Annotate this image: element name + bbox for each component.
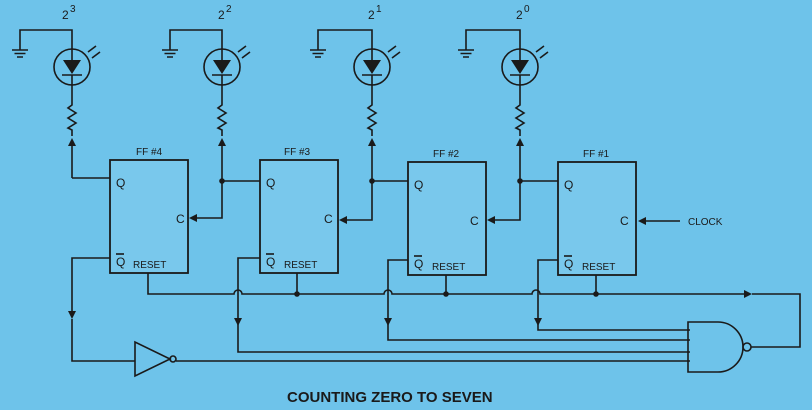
qbar-pin-label: Q xyxy=(564,257,573,271)
led-diode-triangle xyxy=(511,60,529,74)
led-column-2-1: 2 1 xyxy=(310,4,401,181)
arrow-icon xyxy=(68,138,76,146)
c-pin-label: C xyxy=(620,214,629,228)
wire-ff2-qbar xyxy=(387,259,690,341)
light-emission-icon xyxy=(237,45,251,59)
led-column-2-0: 2 0 xyxy=(458,4,549,181)
flipflop-label: FF #1 xyxy=(583,149,610,160)
arrow-icon xyxy=(368,138,376,146)
light-emission-icon xyxy=(387,45,401,59)
led-ground-wire xyxy=(169,29,223,50)
bit-weight-base: 2 xyxy=(516,8,523,22)
resistor-symbol xyxy=(216,100,228,136)
inverter-bubble xyxy=(169,355,177,363)
arrow-icon xyxy=(516,138,524,146)
flipflop-label: FF #3 xyxy=(284,147,311,158)
bit-weight-exp: 2 xyxy=(226,4,232,15)
arrow-icon xyxy=(384,318,392,326)
qbar-pin-label: Q xyxy=(414,257,423,271)
wire-nand-to-reset xyxy=(751,293,801,348)
resistor-symbol xyxy=(66,100,78,136)
reset-pin-label: RESET xyxy=(284,260,317,271)
c-pin-label: C xyxy=(470,214,479,228)
c-pin-label: C xyxy=(324,212,333,226)
junction-dot xyxy=(593,291,599,297)
q-pin-label: Q xyxy=(414,178,423,192)
junction-dot xyxy=(294,291,300,297)
bit-weight-exp: 1 xyxy=(376,4,382,15)
q-pin-label: Q xyxy=(564,178,573,192)
nand-gate-symbol xyxy=(687,321,744,373)
flipflop-label: FF #4 xyxy=(136,147,163,158)
wire-ff4-qbar xyxy=(71,257,110,311)
junction-dot xyxy=(443,291,449,297)
resistor-symbol xyxy=(366,100,378,136)
wire-clock-ff3 xyxy=(346,181,373,221)
inverter-symbol xyxy=(134,340,172,378)
c-pin-label: C xyxy=(176,212,185,226)
arrow-icon xyxy=(534,318,542,326)
flipflop-4: FF #4 Q C Q RESET xyxy=(109,147,189,274)
reset-pin-label: RESET xyxy=(582,262,615,273)
wire-ff3-qbar xyxy=(237,257,690,353)
led-diode-triangle xyxy=(363,60,381,74)
arrow-icon xyxy=(487,216,495,224)
nand-bubble xyxy=(742,342,752,352)
arrow-icon xyxy=(638,217,646,225)
ground-symbol xyxy=(458,49,474,58)
arrow-icon xyxy=(744,290,752,298)
flipflop-1: FF #1 Q C Q RESET xyxy=(557,149,637,276)
q-pin-label: Q xyxy=(116,176,125,190)
arrow-icon xyxy=(234,318,242,326)
wire-clock-ff2 xyxy=(494,181,521,221)
led-column-2-3: 2 3 xyxy=(12,4,101,178)
light-emission-icon xyxy=(535,45,549,59)
bit-weight-base: 2 xyxy=(218,8,225,22)
flipflop-2: FF #2 Q C Q RESET xyxy=(407,149,487,276)
arrow-icon xyxy=(68,311,76,319)
clock-label: CLOCK xyxy=(688,217,723,228)
flipflop-3: FF #3 Q C Q RESET xyxy=(259,147,339,274)
bit-weight-base: 2 xyxy=(62,8,69,22)
reset-pin-label: RESET xyxy=(133,260,166,271)
resistor-symbol xyxy=(514,100,526,136)
bit-weight-exp: 0 xyxy=(524,4,530,15)
flipflop-label: FF #2 xyxy=(433,149,460,160)
qbar-pin-label: Q xyxy=(266,255,275,269)
led-diode-triangle xyxy=(63,60,81,74)
bit-weight-exp: 3 xyxy=(70,4,76,15)
arrow-icon xyxy=(218,138,226,146)
diagram-caption: COUNTING ZERO TO SEVEN xyxy=(287,389,493,406)
arrow-icon xyxy=(189,214,197,222)
ground-symbol xyxy=(310,49,326,58)
bit-weight-base: 2 xyxy=(368,8,375,22)
qbar-pin-label: Q xyxy=(116,255,125,269)
ground-symbol xyxy=(12,49,28,58)
led-diode-triangle xyxy=(213,60,231,74)
wire-ff1-qbar xyxy=(537,259,690,331)
reset-pin-label: RESET xyxy=(432,262,465,273)
led-ground-wire xyxy=(465,29,521,50)
led-column-2-2: 2 2 xyxy=(162,4,251,181)
ground-symbol xyxy=(162,49,178,58)
light-emission-icon xyxy=(87,45,101,59)
led-ground-wire xyxy=(19,29,73,50)
arrow-icon xyxy=(339,216,347,224)
wire-to-inverter xyxy=(71,319,135,362)
wire-clock-ff4 xyxy=(196,181,223,219)
q-pin-label: Q xyxy=(266,176,275,190)
led-ground-wire xyxy=(317,29,373,50)
